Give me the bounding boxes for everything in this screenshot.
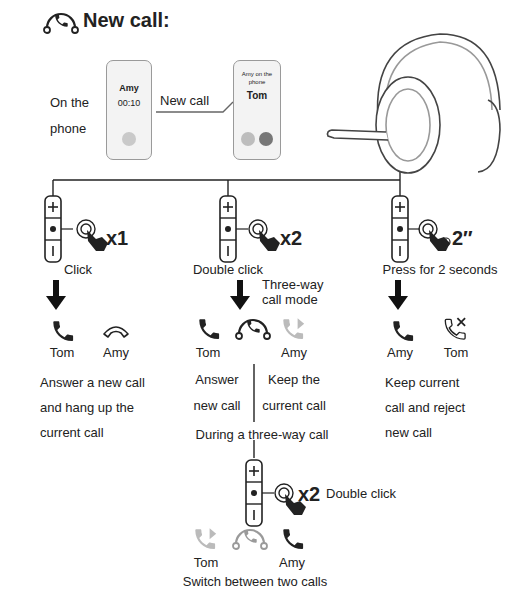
branch-lines: [53, 180, 400, 458]
finger-press: [77, 220, 108, 251]
text-label: On the phone: [50, 90, 105, 142]
down-arrow: [388, 280, 408, 310]
text-label: Amy: [281, 345, 307, 361]
button-icon: [45, 196, 73, 262]
text-label: Keep the current call: [255, 367, 333, 419]
title: New call:: [83, 8, 170, 32]
text-label: Tom: [50, 345, 75, 361]
hold-icon: [195, 528, 216, 549]
phone-screen: Amy 00:10: [106, 60, 152, 160]
down-arrow: [230, 280, 250, 310]
text-label: Tom: [444, 345, 469, 361]
button-icon: [220, 196, 248, 262]
hold-icon: [283, 318, 304, 339]
finger-press: [249, 220, 280, 251]
three-way-icon: [44, 14, 78, 33]
text-label: Answer new call: [186, 367, 248, 419]
answer-icon: [393, 321, 413, 341]
screen-text: Tom: [236, 90, 278, 103]
hangup-icon: [104, 327, 128, 337]
phone-screen: Amy on the phoneTom: [233, 60, 281, 160]
text-label: Switch between two calls: [183, 574, 328, 590]
answer-icon: [283, 529, 303, 549]
text-label: Click: [64, 262, 92, 278]
call-buttons: [233, 127, 281, 151]
text-label: x2: [298, 482, 320, 506]
text-label: Double click: [193, 262, 263, 278]
text-label: Amy: [103, 345, 129, 361]
text-label: Amy: [279, 555, 305, 571]
three-way-icon: [236, 320, 270, 339]
button-icon: [392, 196, 420, 262]
text-label: Tom: [194, 555, 219, 571]
text-label: x2: [280, 226, 302, 250]
headset: [328, 34, 501, 180]
text-label: 2″: [452, 226, 473, 250]
answer-icon: [53, 321, 73, 341]
screen-text: Amy: [109, 83, 149, 94]
text-label: x1: [106, 226, 128, 250]
button-icon: [246, 460, 274, 526]
text-label: During a three-way call: [196, 427, 329, 443]
screen-text: 00:10: [109, 98, 149, 109]
answer-icon: [199, 319, 219, 339]
screen-text: Amy on the phone: [236, 71, 278, 86]
text-label: Press for 2 seconds: [383, 262, 498, 278]
text-label: Tom: [196, 345, 221, 361]
text-label: Amy: [387, 345, 413, 361]
edge-label: New call: [160, 93, 209, 109]
reject-icon: [445, 318, 465, 339]
timer-icon: [442, 238, 450, 246]
text-label: Double click: [326, 486, 396, 502]
three-way-icon: [233, 530, 267, 549]
text-label: Answer a new call and hang up the curren…: [40, 370, 162, 445]
text-label: Three-way call mode: [262, 277, 334, 307]
down-arrow: [46, 280, 66, 310]
text-label: Keep current call and reject new call: [385, 370, 481, 445]
finger-press: [419, 220, 450, 251]
call-buttons: [106, 127, 152, 151]
